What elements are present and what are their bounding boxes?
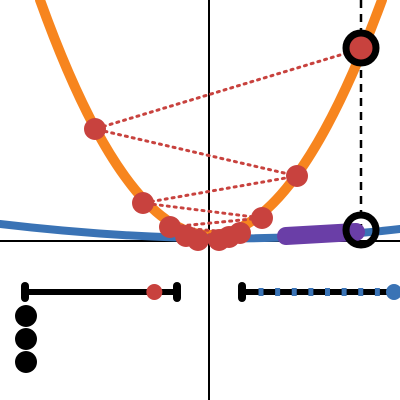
descent-points [84, 118, 308, 251]
descent-point [251, 207, 273, 229]
slider-tick [325, 288, 330, 296]
slider-tick [275, 288, 281, 296]
loss-curve [35, 0, 387, 240]
slider-thumb[interactable] [386, 284, 400, 300]
slider-ticks [258, 288, 380, 296]
slider-thumb[interactable] [146, 284, 163, 300]
ring-point-icon[interactable] [342, 211, 380, 249]
slider-tick [291, 288, 297, 296]
descent-point [84, 118, 106, 140]
descent-point [187, 229, 209, 251]
slider-tick [358, 288, 364, 296]
descent-point [286, 165, 308, 187]
slider-tick [308, 288, 314, 296]
descent-point [208, 229, 230, 251]
momentum-end-handle[interactable] [342, 211, 380, 249]
dot-toggle-icon[interactable] [15, 328, 37, 350]
learning-rate-slider[interactable] [21, 282, 181, 302]
descent-point [132, 192, 154, 214]
dot-toggle-icon[interactable] [15, 351, 37, 373]
toggle-group [15, 305, 37, 373]
slider-tick [341, 288, 347, 296]
dot-toggle-icon[interactable] [15, 305, 37, 327]
slider-end-cap-left [21, 282, 29, 302]
momentum-slider[interactable] [238, 282, 400, 302]
descent-point [159, 216, 181, 238]
current-point-handle[interactable] [342, 29, 380, 67]
ring-point-icon[interactable] [342, 29, 380, 67]
slider-end-cap-left [238, 282, 246, 302]
slider-tick [374, 288, 380, 296]
slider-end-cap-right [173, 282, 181, 302]
slider-tick [258, 288, 264, 296]
